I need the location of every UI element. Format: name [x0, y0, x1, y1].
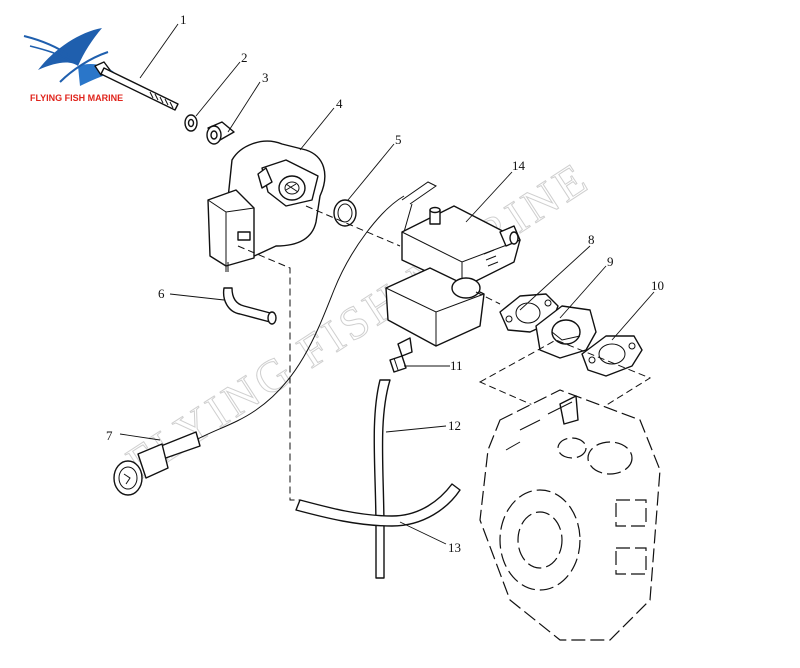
part-9-insulator	[535, 305, 597, 359]
part-12-fuel-hose	[373, 379, 391, 579]
callout-2: 2	[241, 50, 248, 65]
callout-5: 5	[395, 132, 402, 147]
callout-8: 8	[588, 232, 595, 247]
callout-7: 7	[106, 428, 113, 443]
part-13-fuel-hose	[295, 483, 461, 527]
callout-4: 4	[336, 96, 343, 111]
callout-3: 3	[262, 70, 269, 85]
callout-13: 13	[448, 540, 461, 555]
part-1-bolt	[94, 61, 179, 111]
part-5-o-ring	[333, 199, 357, 227]
leader-lines	[119, 23, 655, 545]
part-11-clip	[389, 355, 407, 373]
callout-14: 14	[512, 158, 526, 173]
flying-fish-icon	[23, 28, 114, 86]
part-6-hose	[222, 287, 277, 325]
callout-6: 6	[158, 286, 165, 301]
part-4-silencer	[207, 140, 326, 272]
part-3-collar	[206, 121, 235, 145]
callout-10: 10	[651, 278, 664, 293]
part-7-choke-knob	[113, 195, 405, 496]
callout-12: 12	[448, 418, 461, 433]
brand-logo: FLYING FISH MARINE	[23, 28, 123, 103]
part-14-carburetor	[385, 181, 521, 357]
part-2-washer	[184, 114, 198, 132]
callout-1: 1	[180, 12, 187, 27]
callout-labels: 1 2 3 4 5 6 7 8 9 10 11 12 13 14	[106, 12, 664, 555]
brand-name: FLYING FISH MARINE	[30, 93, 123, 103]
part-10-gasket	[581, 335, 643, 377]
cylinder-head	[479, 389, 661, 641]
callout-9: 9	[607, 254, 614, 269]
callout-11: 11	[450, 358, 463, 373]
